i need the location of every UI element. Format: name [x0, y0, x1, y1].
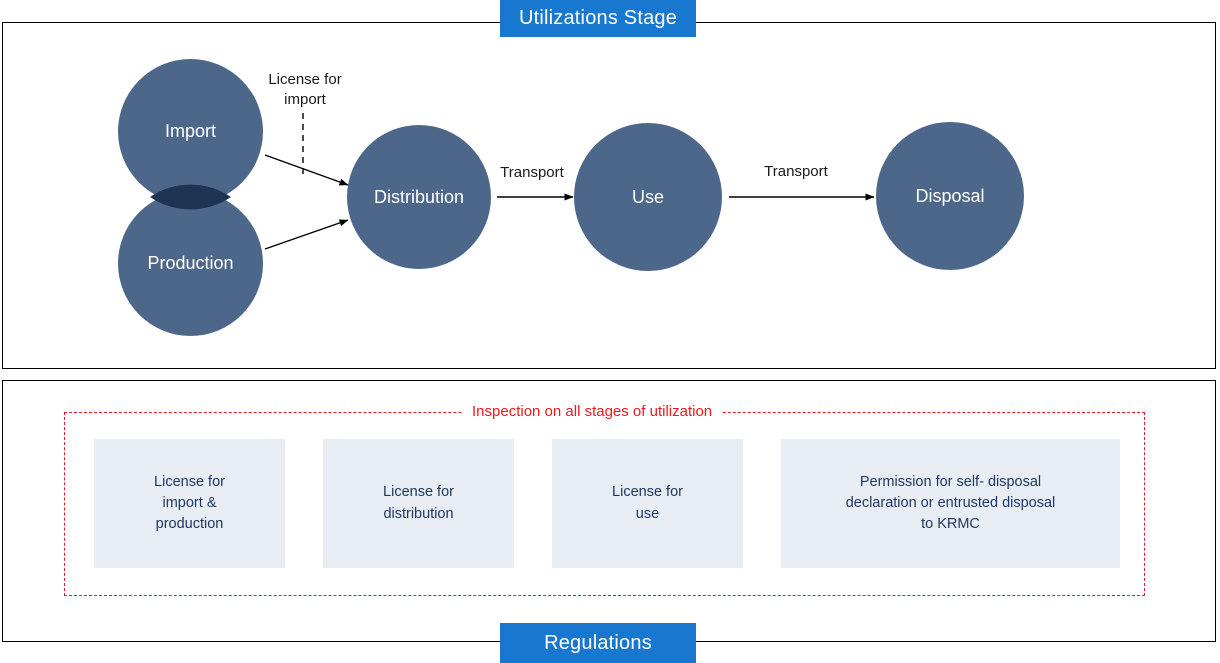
edge-label-transport-use-disposal: Transport	[764, 163, 828, 180]
banner-utilizations-stage: Utilizations Stage	[500, 0, 696, 37]
edge-label-transport-distribution-use: Transport	[500, 164, 564, 181]
license-box-import-production-text: License for import & production	[154, 473, 225, 532]
license-box-use-text: License for use	[612, 484, 683, 522]
node-import-label: Import	[164, 121, 216, 142]
banner-utilizations-stage-label: Utilizations Stage	[518, 7, 678, 29]
node-distribution: Distribution	[347, 125, 491, 269]
node-production: Production	[118, 191, 263, 336]
node-production-label: Production	[147, 253, 234, 274]
node-use-label: Use	[631, 186, 664, 207]
license-box-distribution-text: License for distribution	[383, 484, 454, 522]
node-use: Use	[574, 123, 722, 271]
node-import: Import	[118, 59, 263, 204]
node-disposal: Disposal	[876, 122, 1024, 270]
node-distribution-label: Distribution	[373, 186, 465, 207]
node-disposal-label: Disposal	[915, 185, 985, 206]
license-box-use: License for use	[552, 439, 743, 568]
edge-label-license-for-import: License for import	[268, 71, 342, 108]
banner-regulations-label: Regulations	[544, 631, 652, 654]
banner-regulations: Regulations	[500, 623, 696, 663]
license-box-distribution: License for distribution	[323, 439, 514, 568]
license-box-import-production: License for import & production	[94, 439, 285, 568]
license-box-permission-disposal: Permission for self- disposal declaratio…	[781, 439, 1120, 568]
inspection-frame-label: Inspection on all stages of utilization	[462, 402, 723, 422]
license-box-permission-disposal-text: Permission for self- disposal declaratio…	[845, 473, 1056, 532]
